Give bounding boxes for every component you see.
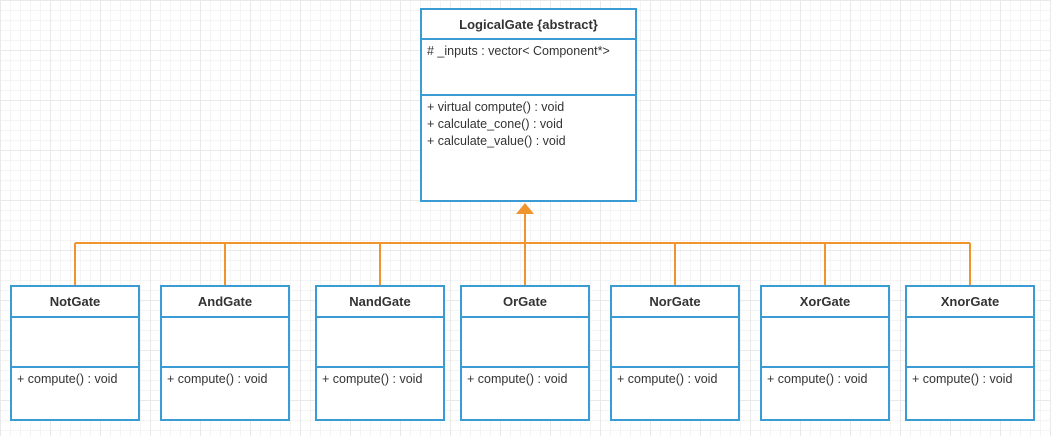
class-notgate[interactable]: NotGate + compute() : void [10, 285, 140, 421]
method-compute: + compute() : void [467, 372, 568, 386]
class-attributes [612, 318, 738, 368]
class-name: XnorGate [907, 287, 1033, 318]
class-attributes [12, 318, 138, 368]
class-methods: + compute() : void [907, 368, 1033, 391]
method-compute: + compute() : void [167, 372, 268, 386]
method-virtual-compute: + virtual compute() : void [427, 100, 565, 114]
class-orgate[interactable]: OrGate + compute() : void [460, 285, 590, 421]
class-methods: + compute() : void [612, 368, 738, 391]
method-compute: + compute() : void [912, 372, 1013, 386]
class-attributes [462, 318, 588, 368]
method-compute: + compute() : void [617, 372, 718, 386]
class-attributes [317, 318, 443, 368]
class-name: XorGate [762, 287, 888, 318]
class-attributes [907, 318, 1033, 368]
class-name: NotGate [12, 287, 138, 318]
method-compute: + compute() : void [767, 372, 868, 386]
class-methods: + virtual compute() : void + calculate_c… [422, 96, 635, 153]
class-name: NorGate [612, 287, 738, 318]
class-logicalgate[interactable]: LogicalGate {abstract} # _inputs : vecto… [420, 8, 637, 202]
class-methods: + compute() : void [162, 368, 288, 391]
class-methods: + compute() : void [762, 368, 888, 391]
class-methods: + compute() : void [12, 368, 138, 391]
class-xorgate[interactable]: XorGate + compute() : void [760, 285, 890, 421]
class-methods: + compute() : void [317, 368, 443, 391]
class-name: OrGate [462, 287, 588, 318]
class-name: LogicalGate {abstract} [422, 10, 635, 40]
class-name: NandGate [317, 287, 443, 318]
class-nandgate[interactable]: NandGate + compute() : void [315, 285, 445, 421]
class-attributes [162, 318, 288, 368]
attribute-inputs: # _inputs : vector< Component*> [427, 44, 610, 58]
method-compute: + compute() : void [322, 372, 423, 386]
class-xnorgate[interactable]: XnorGate + compute() : void [905, 285, 1035, 421]
method-calculate-value: + calculate_value() : void [427, 134, 566, 148]
method-calculate-cone: + calculate_cone() : void [427, 117, 563, 131]
class-methods: + compute() : void [462, 368, 588, 391]
class-andgate[interactable]: AndGate + compute() : void [160, 285, 290, 421]
inheritance-arrowhead [516, 203, 534, 214]
method-compute: + compute() : void [17, 372, 118, 386]
class-name: AndGate [162, 287, 288, 318]
class-norgate[interactable]: NorGate + compute() : void [610, 285, 740, 421]
class-attributes [762, 318, 888, 368]
class-attributes: # _inputs : vector< Component*> [422, 40, 635, 96]
